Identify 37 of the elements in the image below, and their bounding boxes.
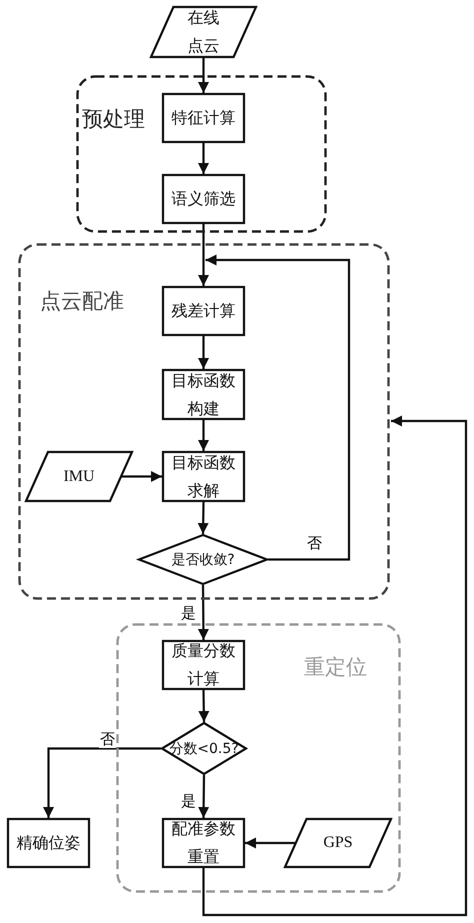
process-box: 目标函数求解 — [162, 451, 245, 502]
arrow — [245, 838, 296, 848]
arrow — [198, 336, 209, 369]
group-heading: 点云配准 — [40, 288, 124, 315]
group-frame — [76, 75, 327, 233]
edge-label: 是 — [180, 604, 197, 622]
process-box: 精确位姿 — [7, 818, 90, 868]
edge-label: 是 — [180, 792, 197, 810]
group-frame — [18, 243, 390, 600]
edge-label: 否 — [306, 534, 323, 552]
arrow — [198, 143, 209, 174]
arrow — [198, 690, 210, 722]
process-box: 质量分数计算 — [162, 640, 245, 690]
edge-label: 否 — [99, 730, 116, 748]
group-frame — [116, 623, 401, 893]
process-box: 残差计算 — [162, 286, 245, 336]
decision-diamond: 是否收敛? — [138, 534, 268, 585]
arrow — [198, 584, 209, 640]
process-box: 配准参数重置 — [162, 818, 245, 868]
arrow — [198, 58, 209, 93]
process-box: 特征计算 — [162, 93, 245, 143]
process-box: 语义筛选 — [162, 174, 245, 224]
input-parallelogram: IMU — [25, 451, 133, 502]
arrow — [198, 502, 209, 534]
input-parallelogram: 在线点云 — [150, 6, 257, 58]
arrow — [202, 416, 468, 916]
group-heading: 预处理 — [82, 106, 145, 133]
arrow — [43, 747, 161, 818]
group-heading: 重定位 — [304, 654, 367, 681]
input-parallelogram: GPS — [284, 818, 392, 868]
arrow — [198, 420, 209, 451]
decision-diamond: 分数<0.5? — [161, 722, 247, 775]
arrow — [122, 471, 162, 482]
process-box: 目标函数构建 — [162, 369, 245, 420]
arrow — [206, 254, 350, 561]
arrow — [198, 224, 209, 286]
arrow — [198, 774, 210, 818]
